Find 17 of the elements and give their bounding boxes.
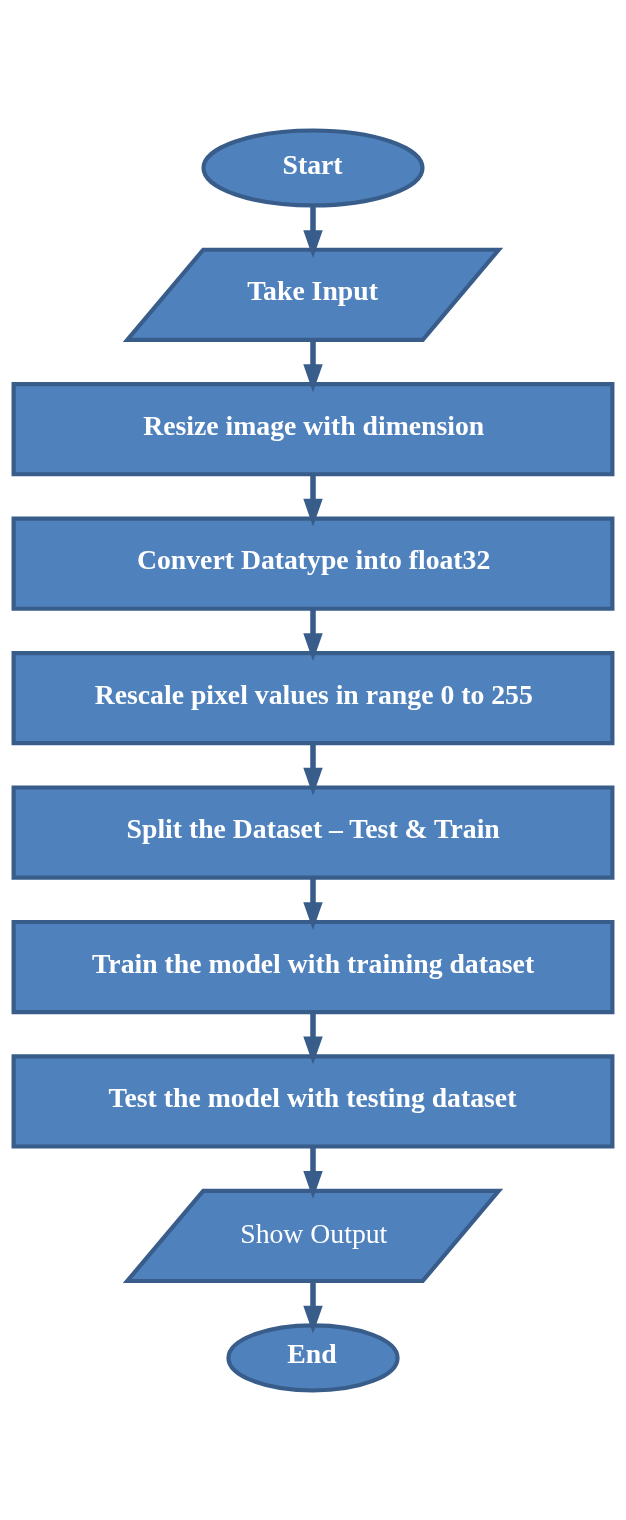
arrow <box>303 339 323 392</box>
node-ellipse: End <box>226 1322 400 1393</box>
arrow <box>303 205 323 258</box>
node-box: Train the model with training dataset <box>11 919 615 1014</box>
arrow <box>303 1280 323 1333</box>
arrow <box>303 742 323 795</box>
arrow <box>303 1011 323 1064</box>
node-box: Resize image with dimension <box>11 381 615 476</box>
node-box: Split the Dataset – Test & Train <box>11 784 615 880</box>
arrow <box>303 608 323 661</box>
arrow <box>303 473 323 527</box>
arrow <box>303 1146 323 1199</box>
node-box: Rescale pixel values in range 0 to 255 <box>11 650 615 745</box>
node-box: Test the model with testing dataset <box>11 1053 615 1149</box>
node-box: Convert Datatype into float32 <box>11 516 615 611</box>
node-ellipse: Start <box>201 127 425 207</box>
arrow <box>303 877 323 930</box>
